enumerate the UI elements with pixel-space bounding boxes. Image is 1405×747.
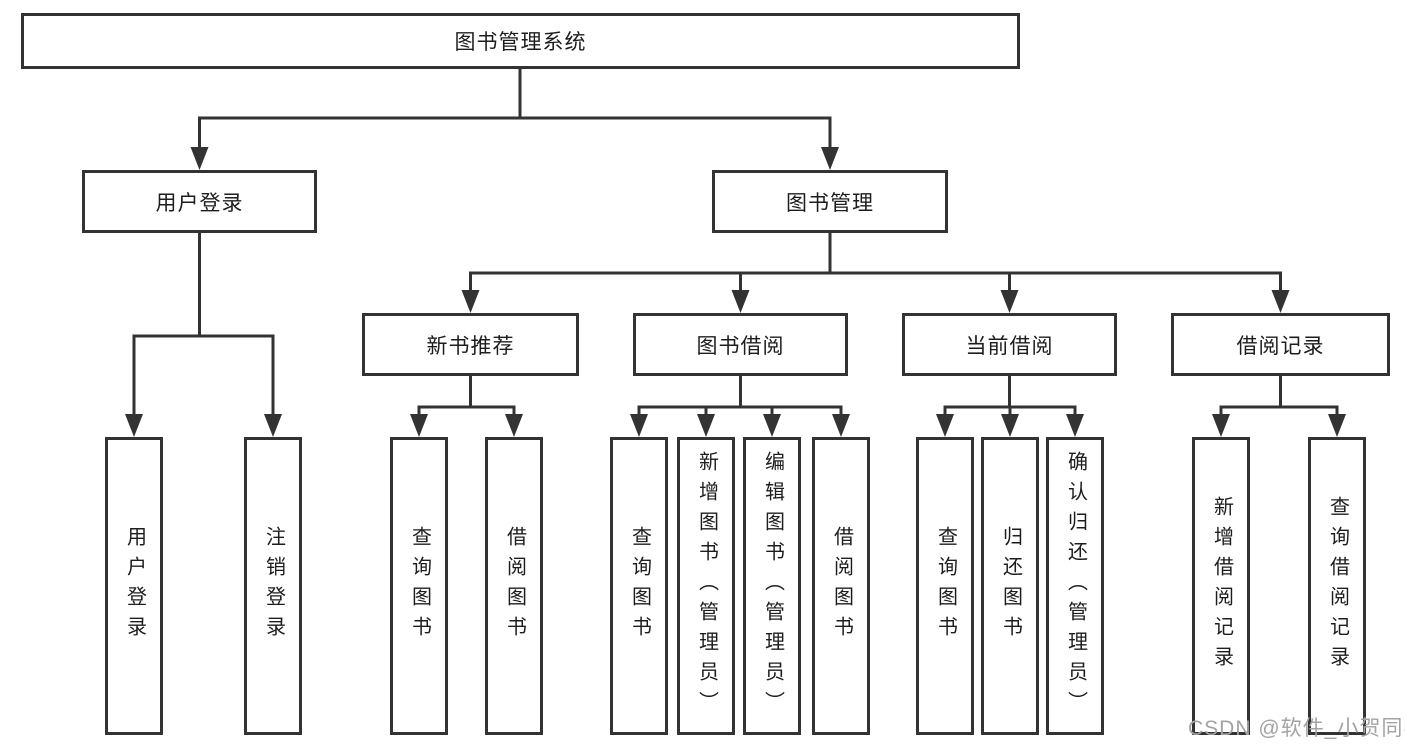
connector-paths <box>132 69 1339 416</box>
leaf-edit-book-admin: 编辑图书（管理员） <box>743 437 801 735</box>
node-label: 借阅图书 <box>503 526 526 646</box>
leaf-borrow-books-recommendation: 借阅图书 <box>485 437 543 735</box>
node-book-borrowing: 图书借阅 <box>633 313 848 376</box>
node-label: 新书推荐 <box>426 334 515 358</box>
arrow-down-icon <box>1328 414 1346 437</box>
arrow-down-icon <box>1000 290 1019 313</box>
connector-borrowing-records-to-leaves <box>1219 376 1339 416</box>
leaf-borrow-books: 借阅图书 <box>812 437 870 735</box>
node-label: 图书管理系统 <box>454 31 587 54</box>
connector-current-borrowing-to-leaves <box>943 376 1077 416</box>
node-label: 注销登录 <box>262 526 285 646</box>
node-label: 查询图书 <box>408 526 431 646</box>
leaf-query-books-borrowing: 查询图书 <box>610 437 668 735</box>
connector-root-to-level2 <box>198 69 832 150</box>
node-label: 确认归还（管理员） <box>1064 451 1087 721</box>
leaf-query-borrowing-record: 查询借阅记录 <box>1308 437 1366 735</box>
leaf-return-books: 归还图书 <box>981 437 1039 735</box>
node-label: 借阅图书 <box>830 526 853 646</box>
node-label: 用户登录 <box>123 526 146 646</box>
arrow-down-icon <box>763 414 781 437</box>
arrow-down-icon <box>505 414 523 437</box>
arrow-down-icon <box>190 147 209 170</box>
connector-new-book-rec-to-leaves <box>417 376 516 416</box>
leaf-query-books-recommendation: 查询图书 <box>390 437 448 735</box>
arrow-down-icon <box>832 414 850 437</box>
node-borrowing-records: 借阅记录 <box>1171 313 1390 376</box>
connector-book-borrowing-to-leaves <box>637 376 843 416</box>
node-label: 用户登录 <box>155 191 244 215</box>
arrowhead-icons <box>125 147 1346 437</box>
arrow-down-icon <box>1001 414 1019 437</box>
node-label: 查询图书 <box>934 526 957 646</box>
node-label: 编辑图书（管理员） <box>761 451 784 721</box>
node-label: 归还图书 <box>999 526 1022 646</box>
leaf-add-borrowing-record: 新增借阅记录 <box>1192 437 1250 735</box>
connector-user-login-to-leaves <box>132 233 275 416</box>
leaf-query-books-current: 查询图书 <box>916 437 974 735</box>
connector-book-management-to-level3 <box>469 233 1282 292</box>
node-user-login: 用户登录 <box>82 170 317 233</box>
node-label: 图书管理 <box>786 191 874 215</box>
leaf-add-book-admin: 新增图书（管理员） <box>677 437 735 735</box>
arrow-down-icon <box>1212 414 1230 437</box>
csdn-watermark: CSDN @软件_小贺同学 <box>1188 717 1405 740</box>
node-new-book-recommendation: 新书推荐 <box>362 313 579 376</box>
arrow-down-icon <box>264 414 282 437</box>
leaf-user-login: 用户登录 <box>105 437 163 735</box>
node-label: 当前借阅 <box>965 334 1054 358</box>
node-current-borrowing: 当前借阅 <box>902 313 1117 376</box>
node-label: 借阅记录 <box>1236 334 1325 358</box>
arrow-down-icon <box>1271 290 1290 313</box>
node-book-management: 图书管理 <box>712 170 948 233</box>
arrow-down-icon <box>461 290 480 313</box>
arrow-down-icon <box>697 414 715 437</box>
arrow-down-icon <box>731 290 750 313</box>
arrow-down-icon <box>125 414 143 437</box>
node-label: 新增图书（管理员） <box>695 451 718 721</box>
node-label: 新增借阅记录 <box>1210 496 1233 676</box>
node-library-management-system: 图书管理系统 <box>21 13 1020 69</box>
leaf-logout: 注销登录 <box>244 437 302 735</box>
arrow-down-icon <box>1066 414 1084 437</box>
arrow-down-icon <box>630 414 648 437</box>
arrow-down-icon <box>936 414 954 437</box>
node-label: 查询图书 <box>628 526 651 646</box>
arrow-down-icon <box>410 414 428 437</box>
leaf-confirm-return-admin: 确认归还（管理员） <box>1046 437 1104 735</box>
arrow-down-icon <box>821 147 839 170</box>
node-label: 查询借阅记录 <box>1326 496 1349 676</box>
node-label: 图书借阅 <box>696 334 785 358</box>
